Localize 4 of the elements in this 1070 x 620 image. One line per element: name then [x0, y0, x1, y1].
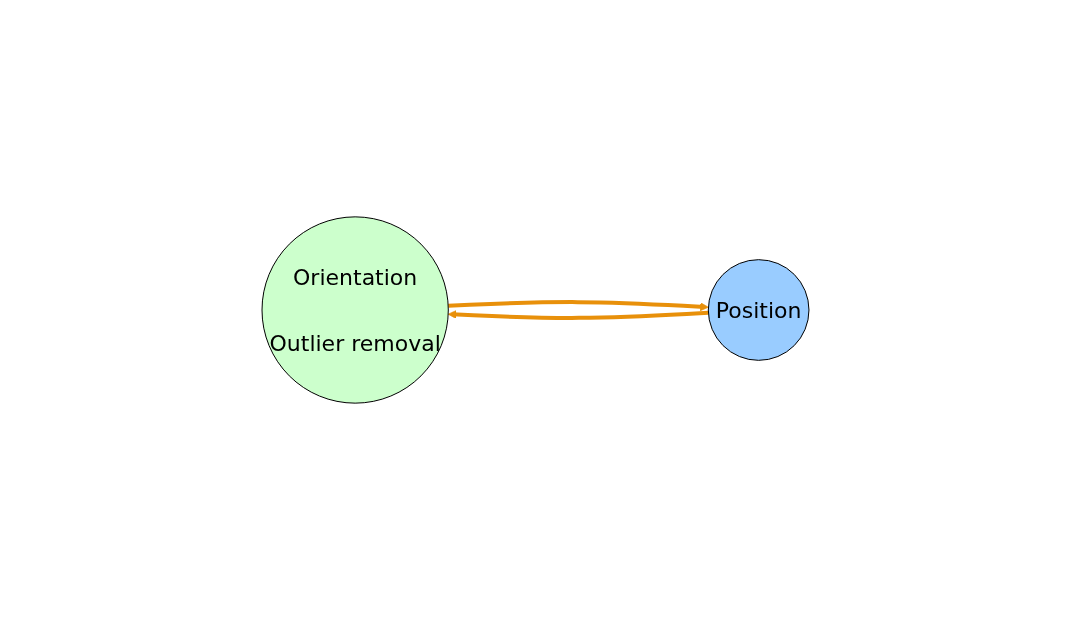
arrow	[447, 300, 709, 312]
node-circle: Position	[707, 259, 809, 361]
node-circle: Orientation Outlier removal	[261, 216, 449, 404]
arrow	[447, 310, 708, 320]
